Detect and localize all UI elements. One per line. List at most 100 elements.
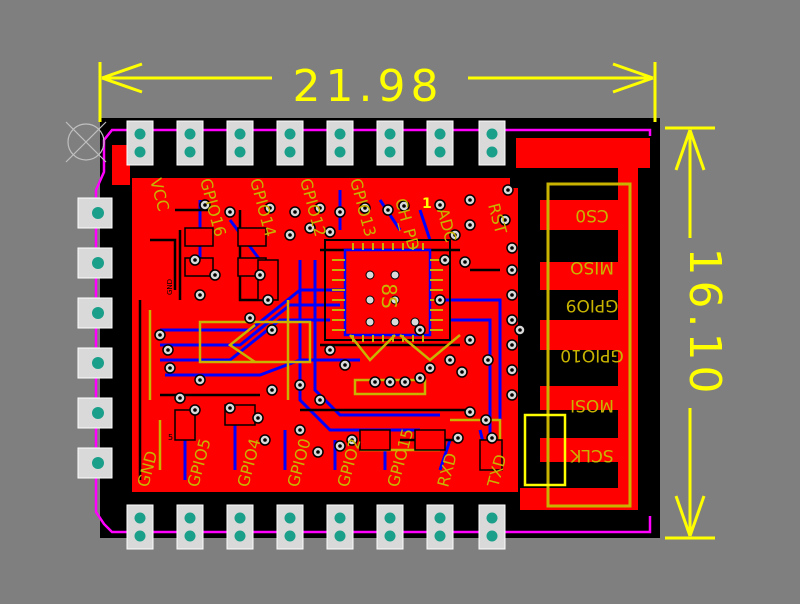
- flash-label-6: SCLK: [570, 445, 614, 465]
- via: [154, 329, 166, 341]
- via: [482, 354, 494, 366]
- via: [174, 392, 186, 404]
- via: [456, 366, 468, 378]
- origin-crosshair: [65, 121, 107, 163]
- via: [444, 354, 456, 366]
- via: [414, 372, 426, 384]
- top-pad-6: [376, 120, 404, 166]
- via: [334, 440, 346, 452]
- left-pad-2: [77, 247, 113, 279]
- top-pad-4: [276, 120, 304, 166]
- via: [382, 204, 394, 216]
- five-small-label: 5: [168, 433, 173, 442]
- via: [312, 446, 324, 458]
- via: [464, 406, 476, 418]
- castellated-pads: [77, 120, 506, 550]
- via: [189, 404, 201, 416]
- via: [194, 289, 206, 301]
- via: [164, 362, 176, 374]
- via: [199, 199, 211, 211]
- via: [464, 219, 476, 231]
- width-dimension-label: 21.98: [293, 61, 444, 112]
- bottom-pad-6: [376, 504, 404, 550]
- via: [346, 434, 358, 446]
- smd-components: [174, 227, 503, 471]
- via: [506, 314, 518, 326]
- flash-label-3: GPIO9: [566, 295, 619, 315]
- via: [244, 312, 256, 324]
- bottom-pad-7: [426, 504, 454, 550]
- via: [266, 324, 278, 336]
- via: [499, 214, 511, 226]
- bottom-pad-3: [226, 504, 254, 550]
- via: [294, 424, 306, 436]
- via: [434, 199, 446, 211]
- via: [264, 202, 276, 214]
- via: [398, 200, 410, 212]
- via: [224, 402, 236, 414]
- pin1-marker: 1: [422, 196, 432, 212]
- via: [294, 379, 306, 391]
- via: [486, 432, 498, 444]
- via: [314, 202, 326, 214]
- bottom-pad-8: [478, 504, 506, 550]
- via: [314, 394, 326, 406]
- top-pad-3: [226, 120, 254, 166]
- via: [480, 414, 492, 426]
- via: [254, 269, 266, 281]
- via: [262, 294, 274, 306]
- via: [359, 202, 371, 214]
- via: [464, 334, 476, 346]
- via: [439, 254, 451, 266]
- flash-label-1: CS0: [575, 205, 608, 225]
- via: [449, 229, 461, 241]
- via: [506, 264, 518, 276]
- via: [289, 206, 301, 218]
- via: [252, 412, 264, 424]
- height-dimension: [665, 126, 715, 540]
- via: [399, 376, 411, 388]
- flash-label-2: MISO: [570, 257, 614, 277]
- width-dimension: [98, 62, 657, 122]
- via: [506, 339, 518, 351]
- antenna-silk-frame: [546, 182, 632, 508]
- via: [459, 256, 471, 268]
- via: [224, 206, 236, 218]
- via: [259, 434, 271, 446]
- flash-label-5: MOSI: [570, 395, 614, 415]
- via: [434, 294, 446, 306]
- via: [452, 432, 464, 444]
- via: [506, 389, 518, 401]
- via: [424, 362, 436, 374]
- via: [162, 344, 174, 356]
- via: [414, 324, 426, 336]
- chip-label: 8S: [377, 283, 401, 308]
- top-pad-2: [176, 120, 204, 166]
- esp-chip: 8S: [324, 239, 451, 342]
- vias: [154, 184, 526, 458]
- via: [506, 289, 518, 301]
- via: [502, 184, 514, 196]
- via: [324, 344, 336, 356]
- left-pad-1: [77, 197, 113, 229]
- top-pad-5: [326, 120, 354, 166]
- flash-label-4: GPIO10: [560, 345, 623, 365]
- via: [266, 384, 278, 396]
- via: [506, 242, 518, 254]
- via: [189, 254, 201, 266]
- top-pad-7: [426, 120, 454, 166]
- left-pad-4: [77, 347, 113, 379]
- via: [209, 269, 221, 281]
- bottom-pad-5: [326, 504, 354, 550]
- via: [194, 374, 206, 386]
- bottom-pad-1: [126, 504, 154, 550]
- top-pad-8: [478, 120, 506, 166]
- via: [506, 364, 518, 376]
- via: [324, 226, 336, 238]
- via: [304, 222, 316, 234]
- top-pad-1: [126, 120, 154, 166]
- gnd-small-label: GND: [166, 279, 174, 295]
- via: [369, 376, 381, 388]
